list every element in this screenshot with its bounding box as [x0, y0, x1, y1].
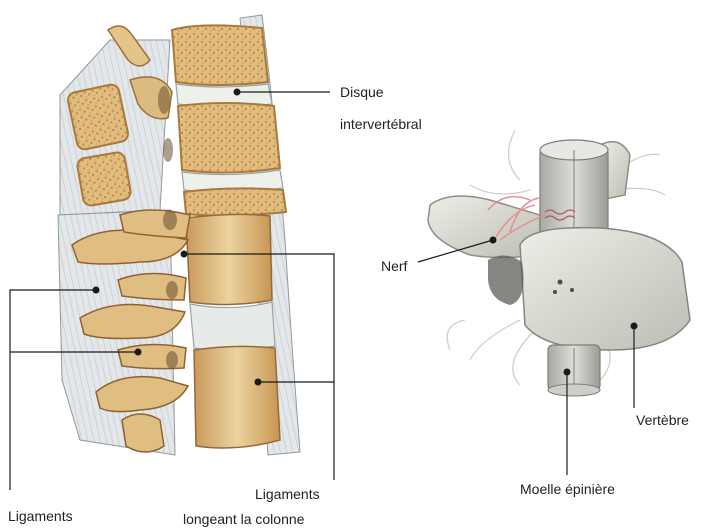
dot-longeant-upper — [181, 251, 188, 258]
vertebra-figure — [428, 130, 690, 396]
vertebral-body — [520, 228, 690, 350]
vertebral-body-lower-cut — [184, 188, 286, 215]
dot-disque — [234, 89, 241, 96]
dot-vertebre — [631, 323, 638, 330]
label-moelle-epiniere: Moelle épinière — [520, 481, 615, 498]
vertebral-body-middle — [178, 103, 280, 173]
sectioned-vertebra-2 — [76, 151, 132, 207]
label-nerf: Nerf — [381, 258, 407, 275]
sectioned-vertebra-1 — [67, 83, 130, 151]
label-vertebre: Vertèbre — [636, 412, 689, 429]
label-ligaments-left: Ligaments — [8, 508, 73, 525]
intervertebral-disc-lower — [190, 302, 275, 351]
vertebral-body-l3 — [186, 214, 272, 304]
vertebral-body-top — [172, 25, 268, 85]
dot-nerf — [490, 237, 497, 244]
vertebral-foramen-shadow — [488, 255, 524, 305]
dot-ligament-upper — [93, 287, 100, 294]
label-longeant-la-colonne: longeant la colonne — [183, 511, 304, 528]
label-ligaments-right: Ligaments — [255, 486, 320, 503]
dot-longeant-lower — [255, 379, 262, 386]
vertebral-body-l4 — [194, 346, 280, 448]
label-disque: Disque — [340, 84, 384, 101]
label-intervertebral: intervertébral — [340, 116, 422, 133]
dot-ligament-lower — [135, 349, 142, 356]
dot-moelle — [564, 369, 571, 376]
lumbar-spine-figure — [58, 15, 300, 455]
